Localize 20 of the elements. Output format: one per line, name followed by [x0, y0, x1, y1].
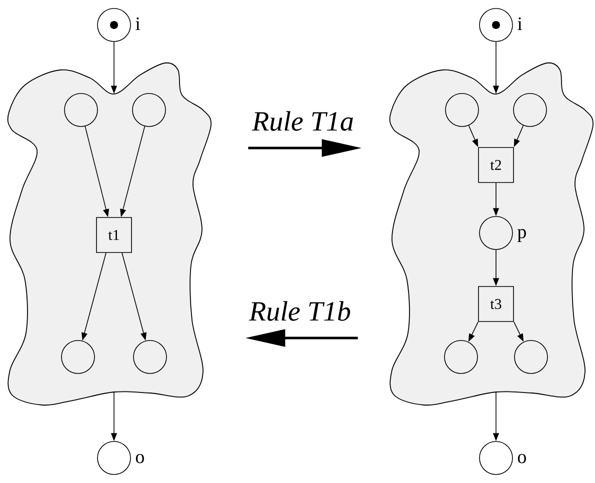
edge-label: Rule T1b [248, 301, 350, 321]
place-circle [514, 340, 548, 374]
edge-label: Rule T1a [252, 111, 353, 131]
place-circle [61, 340, 95, 374]
place-circle [444, 340, 478, 374]
transition-box: t2 [478, 147, 514, 183]
transition-box: t1 [96, 217, 132, 253]
place-circle [133, 340, 167, 374]
place-label: i [136, 17, 140, 30]
place-circle [132, 93, 166, 127]
transition-box: t3 [478, 286, 514, 322]
place-label: o [518, 454, 526, 464]
place-label: i [518, 17, 522, 30]
place-label: p [518, 229, 526, 242]
place-circle [64, 93, 98, 127]
place-circle [445, 93, 479, 127]
place-circle [513, 93, 547, 127]
net-region [7, 62, 212, 406]
place-label: o [136, 454, 144, 464]
net-region [389, 62, 594, 406]
